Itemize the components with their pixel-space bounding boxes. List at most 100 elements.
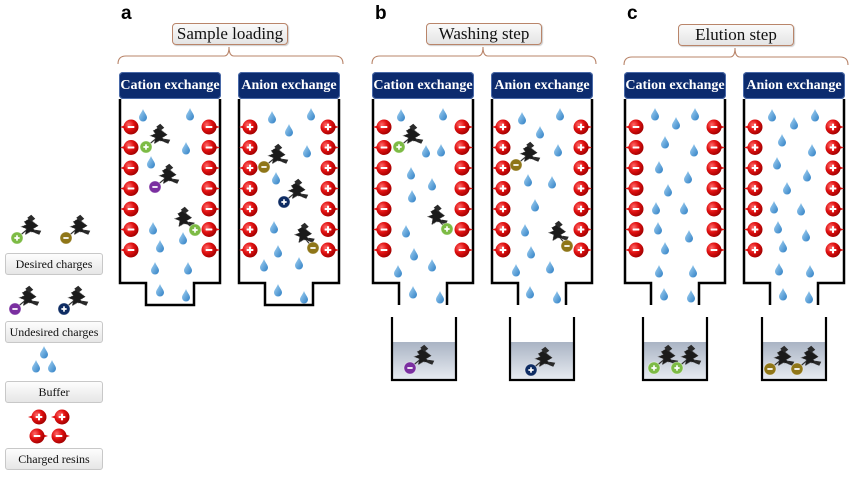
buffer-droplet-icon <box>685 230 693 243</box>
panel-label-c: c <box>627 3 638 24</box>
buffer-droplet-icon <box>295 257 303 270</box>
negative-resin-bead <box>201 181 220 196</box>
negative-resin-bead <box>201 160 220 176</box>
buffer-droplet-icon <box>526 286 534 299</box>
buffer-droplet-icon <box>428 259 436 272</box>
negative-resin-bead <box>373 222 392 237</box>
buffer-droplet-icon <box>554 144 562 157</box>
buffer-droplet-icon <box>274 284 282 297</box>
buffer-droplet-icon <box>410 248 418 261</box>
positive-resin-bead <box>320 222 339 237</box>
negative-resin-bead <box>201 222 220 237</box>
buffer-droplet-icon <box>303 145 311 158</box>
negative-resin-bead <box>201 201 220 217</box>
desired-positive-protein <box>139 123 171 154</box>
buffer-droplet-icon <box>156 240 164 253</box>
chromatography-column <box>623 99 727 305</box>
buffer-droplet-icon <box>774 221 782 234</box>
positive-resin-bead <box>239 119 258 135</box>
buffer-droplet-icon <box>664 184 672 197</box>
positive-resin-bead <box>744 119 763 135</box>
buffer-droplet-icon <box>408 190 416 203</box>
positive-resin-bead <box>51 409 70 425</box>
buffer-droplet-icon <box>149 222 157 235</box>
negative-resin-bead <box>120 181 139 196</box>
legend-desired-negative-protein <box>59 214 91 245</box>
positive-resin-bead <box>825 140 844 155</box>
legend-buffer: Buffer <box>5 381 103 403</box>
buffer-droplet-icon <box>651 108 659 121</box>
positive-resin-bead <box>573 160 592 176</box>
buffer-droplet-icon <box>179 232 187 245</box>
panel-label-b: b <box>375 3 387 24</box>
buffer-droplet-icon <box>652 202 660 215</box>
desired-negative-protein <box>509 141 541 172</box>
buffer-droplet-icon <box>684 171 692 184</box>
header-anion-exchange-b: Anion exchange <box>491 72 593 99</box>
negative-resin-bead <box>706 201 725 217</box>
legend-undesired-negative-protein <box>8 285 40 316</box>
buffer-droplet-icon <box>285 124 293 137</box>
header-anion-exchange-c: Anion exchange <box>743 72 845 99</box>
buffer-droplet-icon <box>779 288 787 301</box>
desired-positive-protein <box>426 204 454 236</box>
positive-resin-bead <box>573 140 592 155</box>
negative-resin-bead <box>454 140 473 155</box>
buffer-droplet-icon <box>690 144 698 157</box>
legend-undesired-positive-protein <box>57 285 89 316</box>
eluted-protein <box>647 344 679 375</box>
positive-resin-bead <box>573 201 592 217</box>
collection-beaker <box>760 317 828 382</box>
chromatography-column <box>118 99 222 307</box>
buffer-droplet-icon <box>773 157 781 170</box>
buffer-droplet-icon <box>184 262 192 275</box>
negative-resin-bead <box>454 160 473 176</box>
desired-negative-protein <box>547 220 574 253</box>
buffer-droplet-icon <box>797 203 805 216</box>
negative-resin-bead <box>373 242 392 258</box>
panel-bracket <box>117 46 344 65</box>
buffer-droplet-icon <box>422 145 430 158</box>
negative-resin-bead <box>373 160 392 176</box>
legend-charged-resins: Charged resins <box>5 448 103 470</box>
buffer-droplet-icon <box>655 265 663 278</box>
eluted-protein <box>763 345 795 376</box>
panel-bracket <box>371 46 597 65</box>
negative-resin-bead <box>120 201 139 217</box>
positive-resin-bead <box>744 140 763 155</box>
undesired-negative-protein <box>148 163 180 194</box>
positive-resin-bead <box>744 181 763 196</box>
buffer-droplet-icon <box>272 172 280 185</box>
positive-resin-bead <box>320 181 339 196</box>
positive-resin-bead <box>825 119 844 135</box>
negative-resin-bead <box>706 181 725 196</box>
legend-desired-positive-protein <box>10 214 42 245</box>
buffer-droplet-icon <box>527 246 535 259</box>
negative-resin-bead <box>373 140 392 155</box>
positive-resin-bead <box>573 119 592 135</box>
buffer-droplet-icon <box>536 126 544 139</box>
buffer-droplet-icon <box>802 229 810 242</box>
header-anion-exchange-a: Anion exchange <box>238 72 340 99</box>
positive-resin-bead <box>492 119 511 135</box>
header-cation-exchange-a: Cation exchange <box>119 72 221 99</box>
buffer-droplet-icon <box>680 202 688 215</box>
buffer-droplet-icon <box>270 221 278 234</box>
legend-desired-charges: Desired charges <box>5 253 103 275</box>
buffer-droplet-icon <box>428 178 436 191</box>
undesired-positive-protein <box>277 178 309 209</box>
negative-resin-bead <box>454 201 473 217</box>
positive-resin-bead <box>573 181 592 196</box>
negative-resin-bead <box>29 428 48 444</box>
negative-resin-bead <box>706 119 725 135</box>
panel-bracket <box>623 47 849 66</box>
buffer-droplet-icon <box>439 108 447 121</box>
buffer-droplet-icon <box>805 291 813 304</box>
positive-resin-bead <box>239 140 258 155</box>
positive-resin-bead <box>320 160 339 176</box>
negative-resin-bead <box>120 119 139 135</box>
buffer-droplet-icon <box>274 245 282 258</box>
buffer-droplet-icon <box>803 169 811 182</box>
buffer-droplet-icon <box>660 288 668 301</box>
buffer-droplet-icon <box>518 112 526 125</box>
